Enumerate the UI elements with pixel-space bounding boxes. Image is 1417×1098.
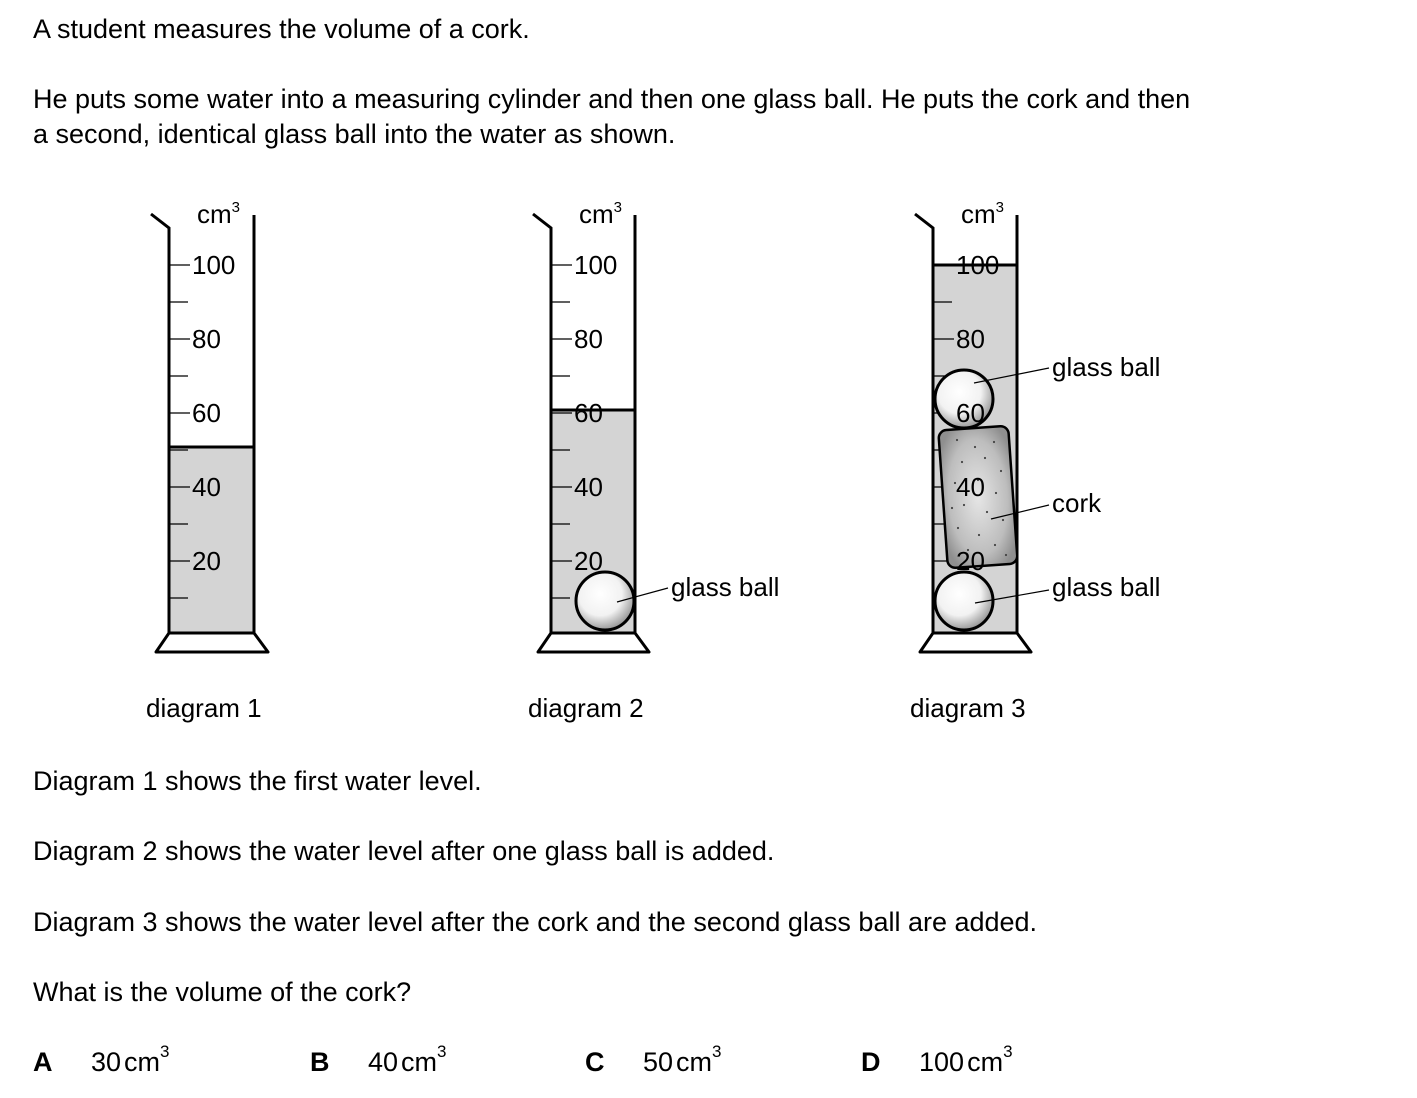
glass-ball-lower <box>933 570 995 632</box>
label-leader-line <box>974 589 1050 604</box>
cylinder-wall-left <box>532 212 553 633</box>
label-leader-line <box>990 504 1050 520</box>
question-prompt: What is the volume of the cork? <box>33 977 412 1007</box>
option-unit: cm <box>401 1047 438 1077</box>
option-letter: D <box>861 1047 881 1077</box>
method-text-line-2: a second, identical glass ball into the … <box>33 119 676 149</box>
scale-label-20: 20 <box>192 546 221 576</box>
glass-ball-upper <box>933 368 995 430</box>
statement-2: Diagram 2 shows the water level after on… <box>33 836 775 866</box>
scale-label-60: 60 <box>192 398 221 428</box>
option-letter: A <box>33 1047 53 1077</box>
cylinder-wall-left <box>914 212 935 633</box>
option-letter: B <box>310 1047 330 1077</box>
option-letter: C <box>585 1047 605 1077</box>
unit-label: cm3 <box>961 199 1004 229</box>
option-value: 100 <box>919 1047 965 1077</box>
diagram-caption: diagram 3 <box>910 693 1026 723</box>
measuring-cylinders-figure: cm3 100 80 60 40 20 diagram 1 cm3 <box>146 199 1160 723</box>
option-unit: cm <box>124 1047 161 1077</box>
scale-label-60: 60 <box>574 398 603 428</box>
statement-1: Diagram 1 shows the first water level. <box>33 766 482 796</box>
unit-label: cm3 <box>197 199 240 229</box>
cylinder-wall-left <box>150 212 171 633</box>
option-value: 30 <box>91 1047 122 1077</box>
statement-3: Diagram 3 shows the water level after th… <box>33 907 1038 937</box>
diagram-caption: diagram 2 <box>528 693 644 723</box>
option-value: 40 <box>368 1047 399 1077</box>
glass-ball-label-lower: glass ball <box>1052 572 1160 602</box>
option-unit-power: 3 <box>1003 1042 1013 1061</box>
diagram-caption: diagram 1 <box>146 693 262 723</box>
cylinder-base <box>154 631 270 654</box>
label-leader-line <box>616 587 669 603</box>
option-unit: cm <box>676 1047 713 1077</box>
option-unit: cm <box>967 1047 1004 1077</box>
label-leader-line <box>973 367 1050 384</box>
scale-label-80: 80 <box>192 324 221 354</box>
scale-label-20: 20 <box>956 546 985 576</box>
glass-ball-label-upper: glass ball <box>1052 352 1160 382</box>
cylinder-diagram-3: cm3 100 80 60 40 20 glass ball cork glas… <box>910 199 1160 723</box>
glass-ball-label: glass ball <box>671 572 779 602</box>
intro-text: A student measures the volume of a cork. <box>33 14 530 44</box>
scale-label-60: 60 <box>956 398 985 428</box>
scale-label-80: 80 <box>956 324 985 354</box>
scale-label-40: 40 <box>956 472 985 502</box>
scale-label-100: 100 <box>192 250 235 280</box>
scale-label-20: 20 <box>574 546 603 576</box>
cork <box>937 425 1019 569</box>
option-unit-power: 3 <box>712 1042 722 1061</box>
cylinder-base <box>536 631 651 654</box>
cylinder-diagram-1: cm3 100 80 60 40 20 diagram 1 <box>146 199 270 723</box>
cylinder-diagram-2: cm3 100 80 60 40 20 glass ball diagram 2 <box>528 199 779 723</box>
option-unit-power: 3 <box>437 1042 447 1061</box>
option-unit-power: 3 <box>160 1042 170 1061</box>
scale-label-40: 40 <box>574 472 603 502</box>
water-fill <box>169 447 254 633</box>
method-text-line-1: He puts some water into a measuring cyli… <box>33 84 1191 114</box>
option-value: 50 <box>643 1047 674 1077</box>
scale-label-80: 80 <box>574 324 603 354</box>
cork-label: cork <box>1052 488 1102 518</box>
unit-label: cm3 <box>579 199 622 229</box>
scale-label-40: 40 <box>192 472 221 502</box>
cylinder-base <box>918 631 1033 654</box>
glass-ball <box>574 570 636 632</box>
scale-label-100: 100 <box>574 250 617 280</box>
